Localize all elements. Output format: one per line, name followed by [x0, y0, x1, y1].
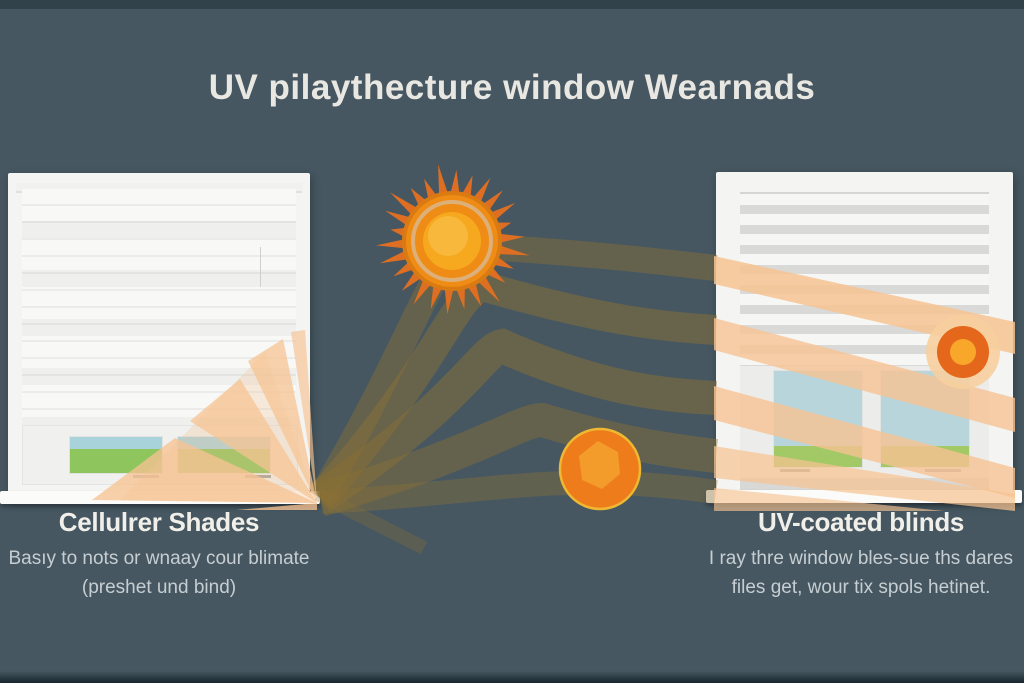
- caption-body-line: (preshet und bind): [81, 577, 237, 598]
- grass-view: [178, 449, 270, 473]
- window-sill: [0, 491, 320, 504]
- sky-view: [774, 371, 862, 446]
- sky-view: [881, 371, 969, 446]
- caption-body: I ray thre window bles-sue ths dares fil…: [698, 544, 1024, 602]
- caption-body-line: Basıy to nots or wnaay cour blimate: [8, 548, 310, 569]
- caption-heading: UV-coated blinds: [757, 507, 965, 537]
- window-lower-section: [22, 425, 298, 485]
- grass-view: [881, 446, 969, 467]
- caption-body-line: files get, wour tix spols hetinet.: [731, 577, 991, 598]
- caption-heading: Cellulrer Shades: [58, 507, 260, 537]
- window-sill: [706, 490, 1022, 503]
- window-pane: [880, 370, 970, 468]
- frame-mark: [133, 475, 159, 478]
- window-uv-coated-blinds: [716, 172, 1013, 502]
- window-pane: [69, 436, 163, 474]
- grass-view: [774, 446, 862, 467]
- sky-view: [70, 437, 162, 449]
- blind-slats: [740, 192, 989, 368]
- frame-mark: [245, 475, 271, 478]
- window-cellular-shade: [8, 173, 310, 500]
- caption-body: Basıy to nots or wnaay cour blimate (pre…: [0, 544, 318, 602]
- uv-orb-icon: [558, 427, 642, 511]
- sky-view: [178, 437, 270, 449]
- page-title: UV pilaythecture window Wearnads: [208, 68, 816, 107]
- window-ledge: [740, 478, 989, 490]
- uv-rays-background: [308, 232, 718, 555]
- caption-body-line: I ray thre window bles-sue ths dares: [708, 548, 1014, 569]
- top-border-strip: [0, 0, 1024, 9]
- caption-cellular-shades: Cellulrer Shades Basıy to nots or wnaay …: [0, 506, 318, 602]
- frame-mark: [780, 469, 810, 472]
- window-pane: [773, 370, 863, 468]
- frame-mark: [925, 469, 961, 472]
- shade-cord: [260, 247, 261, 287]
- cellular-shade-pleats: [22, 189, 296, 425]
- window-lower-section: [740, 366, 989, 478]
- caption-uv-coated-blinds: UV-coated blinds I ray thre window bles-…: [698, 506, 1024, 602]
- grass-view: [70, 449, 162, 473]
- sun-icon: [376, 164, 530, 315]
- bottom-border-strip: [0, 671, 1024, 683]
- window-pane: [177, 436, 271, 474]
